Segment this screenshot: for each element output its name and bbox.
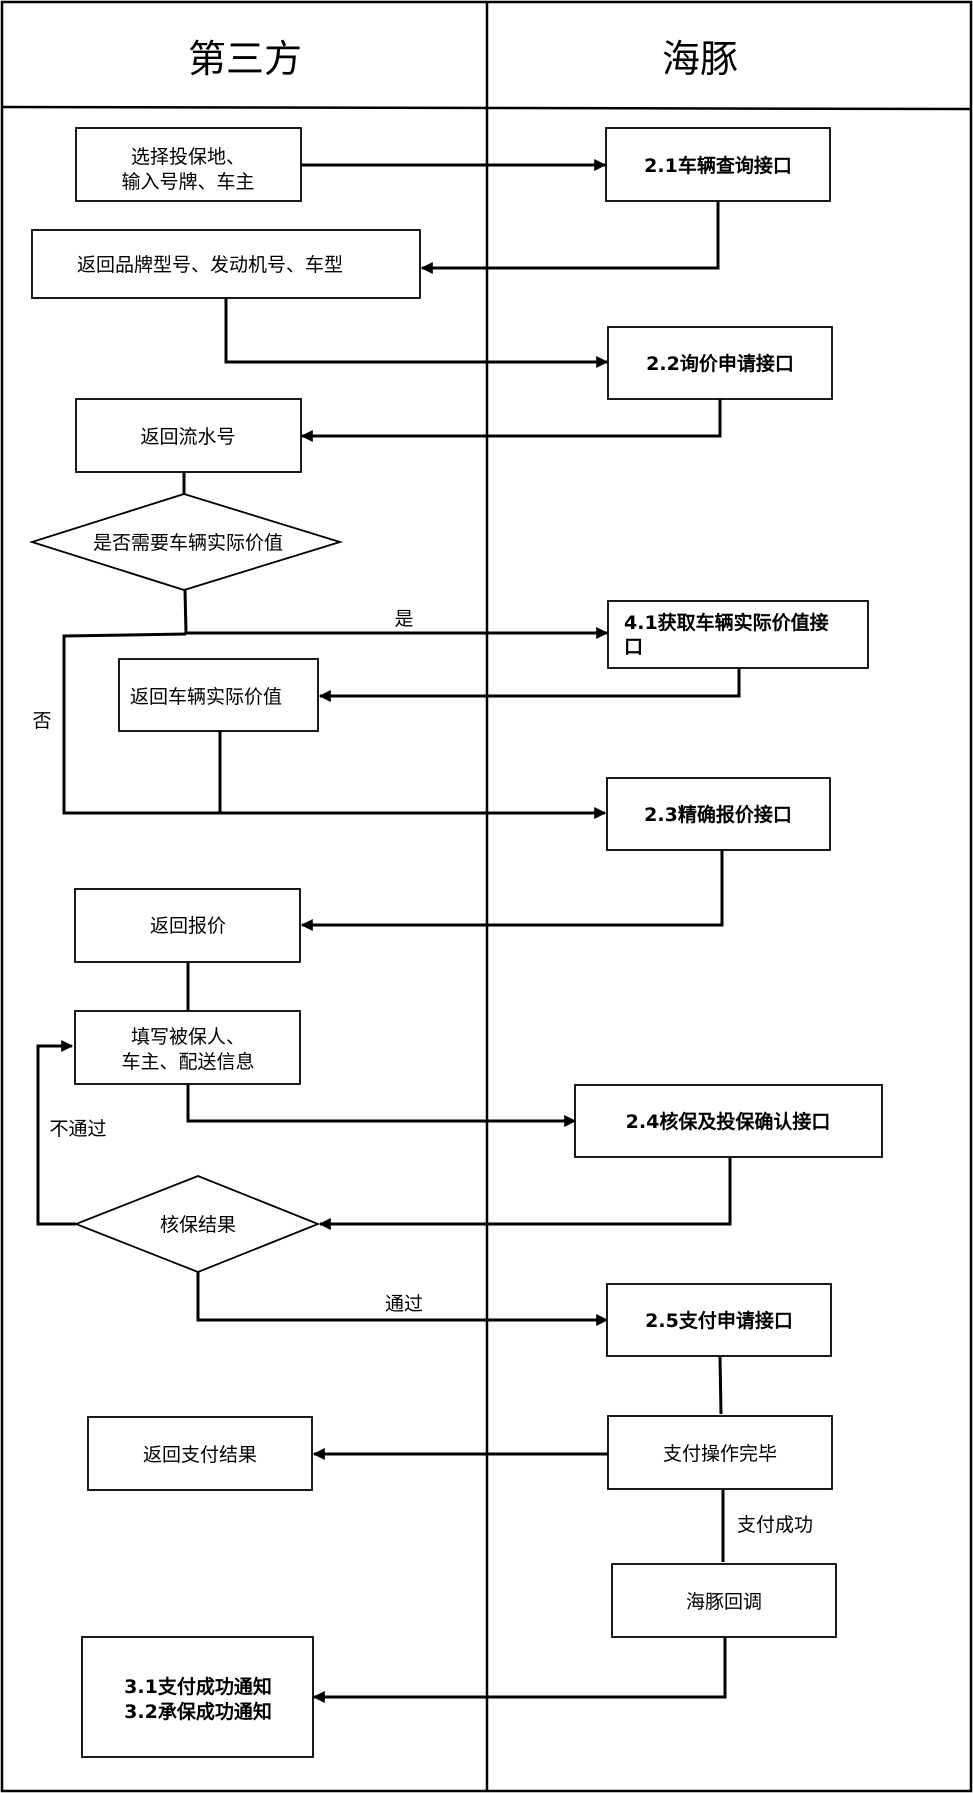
edge-inquiry-to-serial [300,399,722,442]
edge-label-fail: 不通过 [49,1118,106,1140]
box-return-value-label: 返回车辆实际价值 [130,686,282,708]
box-return-pay: 返回支付结果 [87,1416,313,1491]
lane-header-dolphin: 海豚 [662,37,738,81]
edge-precise-to-quote [300,849,724,931]
box-precise-api: 2.3精确报价接口 [606,777,831,851]
lane-header-third-party: 第三方 [188,37,302,81]
box-notify: 3.1支付成功通知 3.2承保成功通知 [81,1636,314,1758]
box-return-serial-label: 返回流水号 [140,426,235,448]
connectors [36,159,741,1703]
box-underwrite-api-label: 2.4核保及投保确认接口 [626,1110,831,1133]
edge-value-api-to-return-value [318,668,741,702]
box-underwrite-api: 2.4核保及投保确认接口 [574,1084,883,1158]
box-fill-info-line-1: 填写被保人、 [131,1026,245,1048]
box-fill-info-line-2: 车主、配送信息 [121,1051,254,1073]
edge-return-brand-to-inquiry [224,298,609,368]
box-precise-api-label: 2.3精确报价接口 [644,803,792,826]
box-select-input-line-2: 输入号牌、车主 [121,171,254,193]
edge-result-pass [196,1272,609,1326]
box-value-api-line-2: 口 [624,636,643,658]
box-callback-label: 海豚回调 [686,1591,762,1613]
box-select-input: 选择投保地、 输入号牌、车主 [75,127,302,202]
box-inquiry-api-label: 2.2询价申请接口 [646,352,794,375]
box-value-api: 4.1获取车辆实际价值接 口 [607,600,869,669]
box-notify-line-1: 3.1支付成功通知 [124,1675,272,1698]
decision-underwrite-result: 核保结果 [73,1175,321,1273]
box-callback: 海豚回调 [611,1563,837,1638]
box-return-value: 返回车辆实际价值 [118,658,319,732]
box-fill-info: 填写被保人、 车主、配送信息 [74,1010,301,1085]
edge-decision-no [62,632,607,819]
box-pay-api-label: 2.5支付申请接口 [645,1309,793,1332]
box-return-quote-label: 返回报价 [150,915,226,937]
box-value-api-line-1: 4.1获取车辆实际价值接 [624,611,829,634]
edge-label-pay-success: 支付成功 [737,1514,813,1536]
box-query-api-label: 2.1车辆查询接口 [644,154,792,177]
box-query-api: 2.1车辆查询接口 [605,127,831,202]
box-return-serial: 返回流水号 [75,398,302,473]
box-pay-done-label: 支付操作完毕 [663,1443,777,1465]
edge-result-fail [36,1040,76,1226]
box-pay-api: 2.5支付申请接口 [606,1283,832,1357]
box-return-brand: 返回品牌型号、发动机号、车型 [31,229,421,299]
edge-decision-yes [183,589,609,639]
edge-label-pass: 通过 [385,1293,423,1315]
decision-need-value: 是否需要车辆实际价值 [29,493,344,591]
box-pay-done: 支付操作完毕 [607,1415,833,1490]
edge-pay-api-to-done [718,1356,723,1415]
box-return-brand-label: 返回品牌型号、发动机号、车型 [77,254,343,276]
decision-underwrite-result-label: 核保结果 [160,1214,236,1236]
edge-fill-to-underwrite [186,1085,577,1127]
box-notify-line-2: 3.2承保成功通知 [124,1700,272,1723]
edge-label-no: 否 [32,710,51,732]
edge-query-to-return-brand [420,200,720,274]
edge-underwrite-to-result [318,1157,732,1230]
decision-need-value-label: 是否需要车辆实际价值 [93,532,283,554]
box-return-pay-label: 返回支付结果 [143,1444,257,1466]
box-return-quote: 返回报价 [74,888,301,963]
box-inquiry-api: 2.2询价申请接口 [607,326,833,400]
edge-label-yes: 是 [394,608,413,630]
box-select-input-line-1: 选择投保地、 [131,146,245,168]
edge-callback-to-notify [312,1637,727,1703]
